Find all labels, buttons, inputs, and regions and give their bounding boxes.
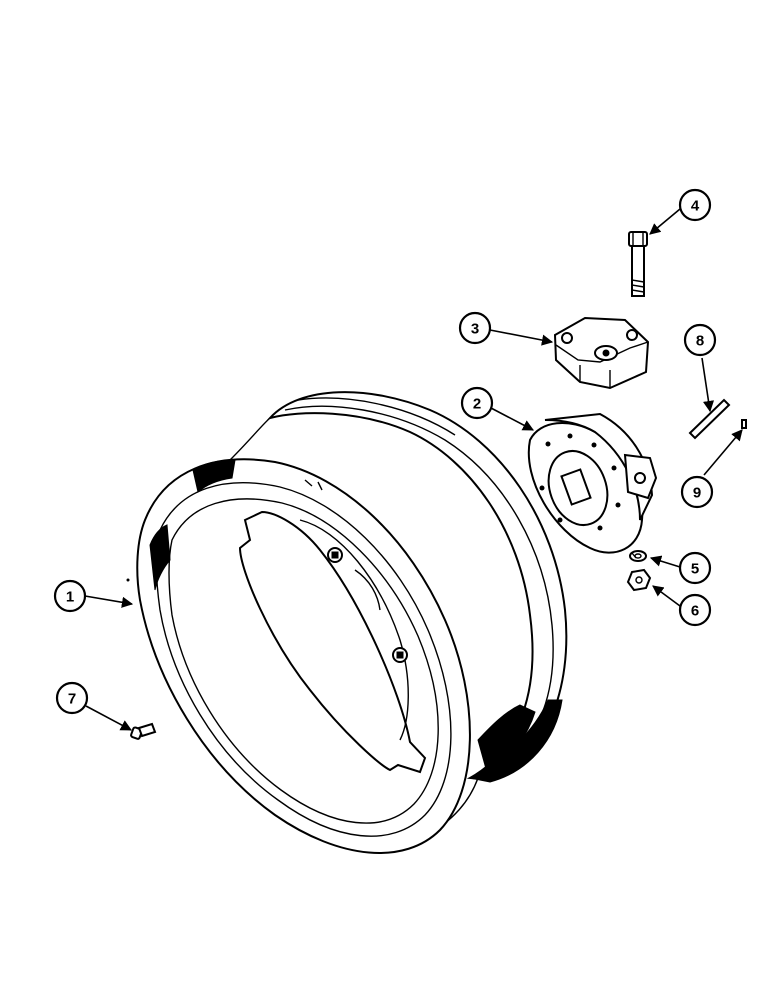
bolt — [628, 231, 648, 297]
pin — [741, 419, 747, 429]
callout-2-label: 2 — [473, 396, 481, 413]
cap-screw — [130, 722, 157, 740]
callout-3-label: 3 — [471, 321, 479, 338]
callout-6: 6 — [678, 593, 712, 627]
callout-3: 3 — [458, 311, 492, 345]
callout-9-label: 9 — [693, 485, 701, 502]
wheel-rim — [126, 391, 568, 854]
lock-washer — [629, 550, 647, 562]
callout-4-label: 4 — [691, 198, 700, 215]
clamp — [553, 316, 650, 390]
callout-4: 4 — [678, 188, 712, 222]
callout-9: 9 — [680, 475, 714, 509]
callout-5: 5 — [678, 551, 712, 585]
hub — [527, 412, 658, 554]
callout-1-label: 1 — [66, 589, 74, 606]
callout-5-label: 5 — [691, 561, 699, 578]
callout-2: 2 — [460, 386, 494, 420]
nut — [626, 568, 652, 592]
callout-7-label: 7 — [68, 691, 76, 708]
callout-6-label: 6 — [691, 603, 699, 620]
callout-8: 8 — [683, 323, 717, 357]
callout-8-label: 8 — [696, 333, 704, 350]
leader-lines — [84, 208, 743, 731]
callout-1: 1 — [53, 579, 87, 613]
callout-7: 7 — [55, 681, 89, 715]
